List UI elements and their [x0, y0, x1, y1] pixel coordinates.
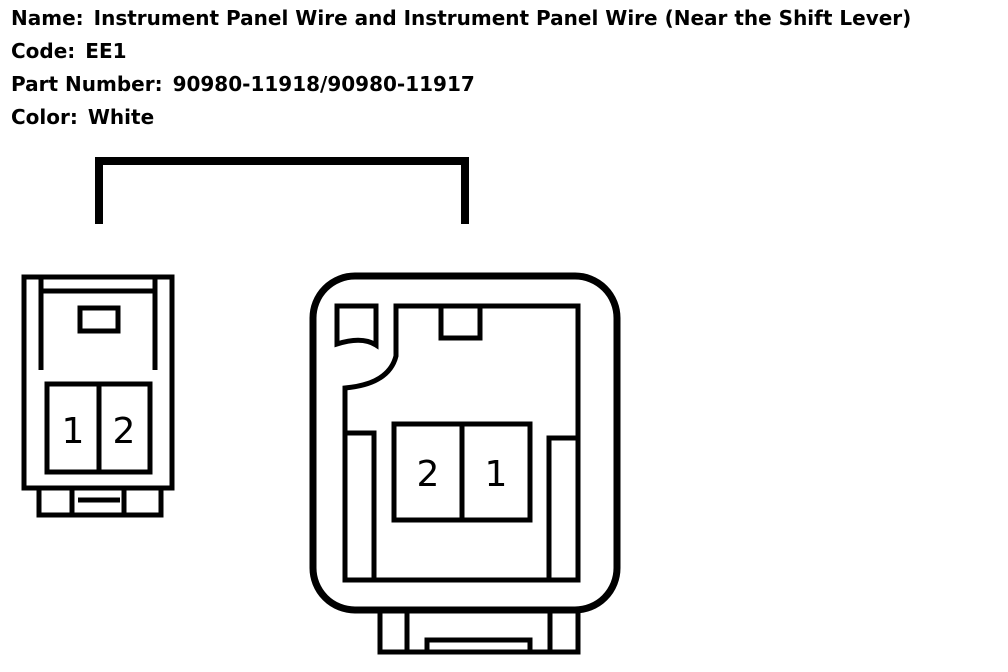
code-row: Code: EE1	[11, 33, 911, 66]
large-connector-pin-label: 1	[485, 454, 508, 495]
color-row: Color: White	[11, 99, 911, 132]
large-connector-body	[309, 272, 621, 614]
part-number-label: Part Number:	[11, 72, 163, 96]
large-connector-left-guide	[342, 430, 377, 583]
small-connector-inner-frame	[38, 288, 158, 370]
part-number-value: 90980-11918/90980-11917	[172, 72, 475, 96]
name-label: Name:	[11, 6, 84, 30]
large-connector-lock-tab	[438, 303, 483, 341]
code-value: EE1	[85, 39, 127, 63]
large-connector-inner-frame	[342, 303, 581, 583]
large-connector	[309, 272, 621, 655]
large-connector-right-guide	[546, 435, 581, 583]
connector-pair-bracket	[95, 157, 469, 224]
color-value: White	[87, 105, 155, 129]
color-label: Color:	[11, 105, 78, 129]
small-connector	[21, 274, 175, 518]
part-number-row: Part Number: 90980-11918/90980-11917	[11, 66, 911, 99]
large-connector-pin-label: 2	[417, 454, 440, 495]
large-connector-base	[377, 610, 581, 655]
code-label: Code:	[11, 39, 76, 63]
small-connector-lock-tab	[77, 305, 121, 334]
small-connector-base	[36, 485, 164, 518]
name-value: Instrument Panel Wire and Instrument Pan…	[93, 6, 912, 30]
connector-info: Name: Instrument Panel Wire and Instrumen…	[11, 0, 911, 132]
small-connector-pin-label: 1	[62, 411, 85, 452]
small-connector-pin-label: 2	[113, 411, 136, 452]
large-connector-base-slot	[424, 637, 533, 652]
large-connector-corner-key	[334, 303, 379, 350]
name-row: Name: Instrument Panel Wire and Instrumen…	[11, 0, 911, 33]
